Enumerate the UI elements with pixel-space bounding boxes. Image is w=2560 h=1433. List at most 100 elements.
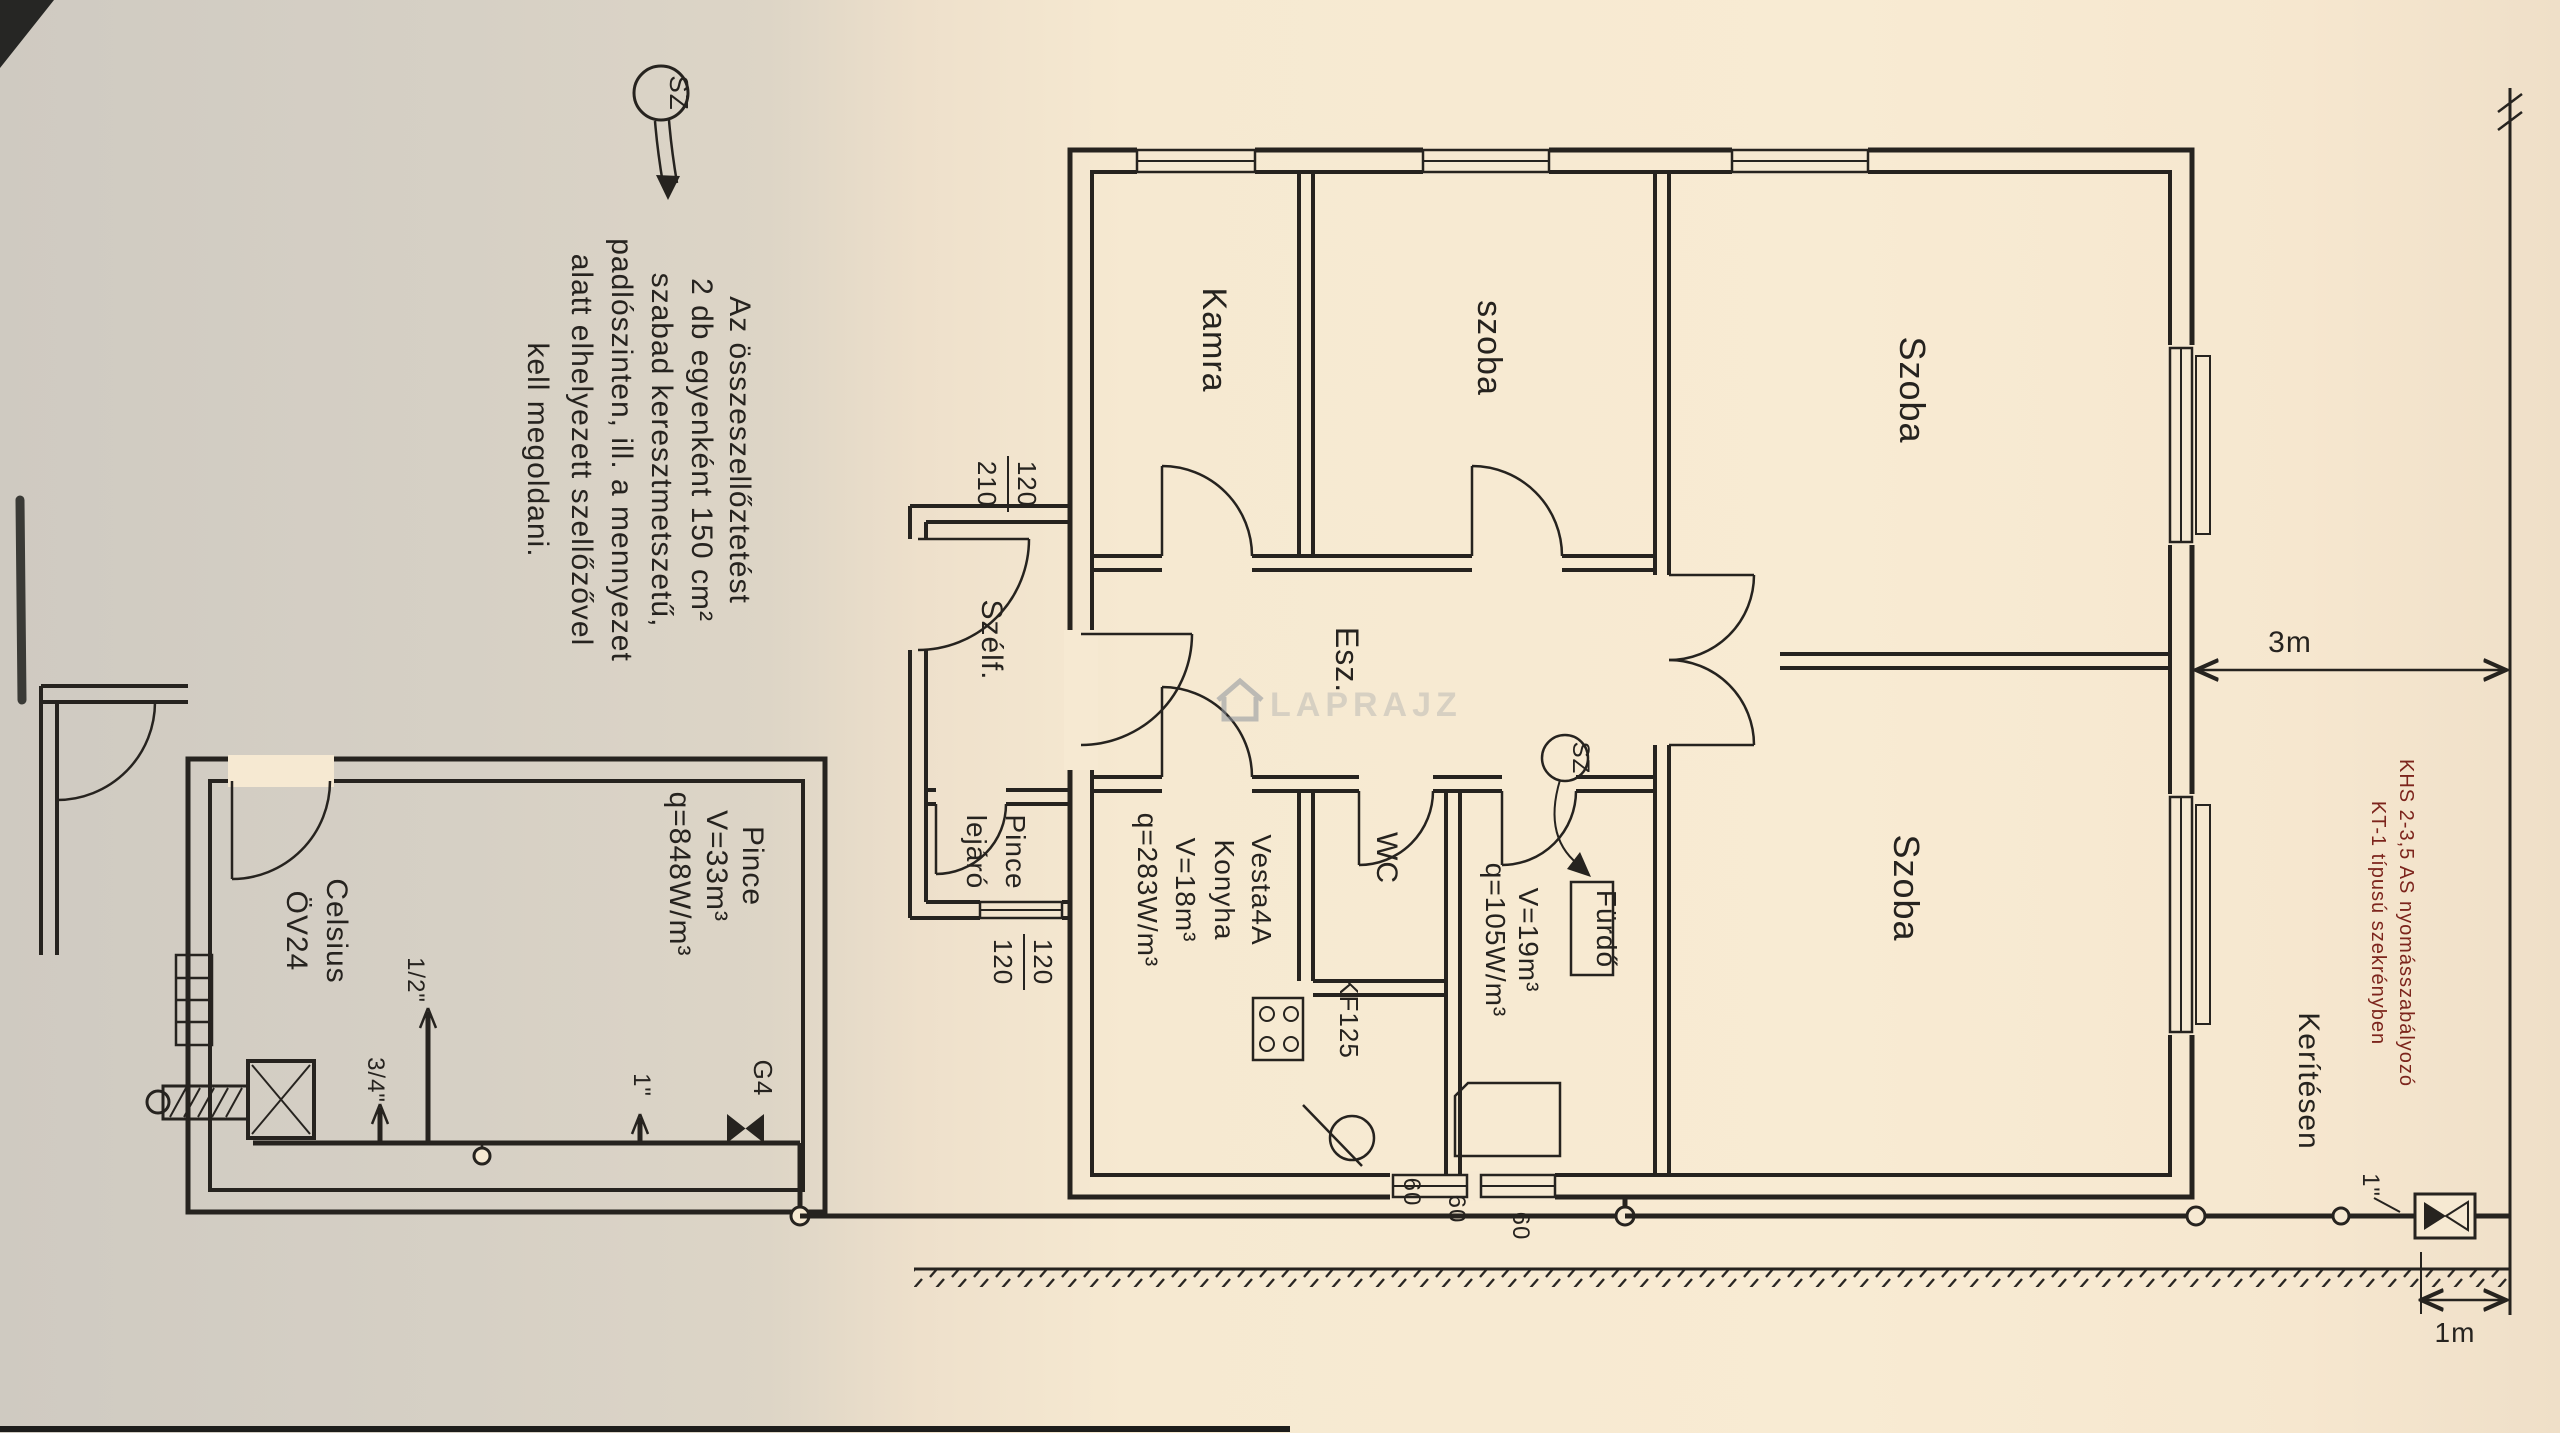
door-wc	[1357, 790, 1435, 867]
entry-door	[917, 537, 1031, 652]
pince-wall-inner	[208, 779, 805, 1192]
fence-hatching	[914, 1270, 2510, 1287]
boiler	[145, 1059, 316, 1140]
boundary-ticks	[2497, 93, 2523, 131]
door-szoba-top	[1668, 573, 1756, 662]
label-szelf: Szélf.	[975, 599, 1008, 680]
pipe-fitting-regulator	[2331, 1206, 2351, 1226]
ventilation-note: SZ Az összeszellőztetést 2 db egyenként …	[521, 64, 756, 662]
note-line-1: Az összeszellőztetést	[723, 296, 756, 604]
note-line-5: alatt elhelyezett szellőzővel	[565, 254, 598, 647]
kitchen-sink	[1328, 1114, 1376, 1162]
label-kf125: KF125	[1334, 977, 1364, 1059]
label-furdo-q: q=105W/m³	[1480, 863, 1511, 1018]
dim-window-den: 120	[988, 939, 1018, 985]
note-line-3: szabad keresztmetszetű,	[645, 273, 678, 628]
porch-steps	[174, 953, 214, 1047]
porch-door	[56, 700, 157, 802]
dim-door-num: 120	[1012, 461, 1042, 507]
label-wc: WC	[1370, 832, 1403, 884]
label-pipe-half: 1/2"	[402, 957, 429, 1003]
label-regulator-2: KT-1 típusú szekrényben	[2367, 801, 2389, 1045]
dimension-1m: 1m	[2421, 1252, 2506, 1348]
label-fence: Kerítésen	[2292, 1012, 2325, 1149]
label-konyha-1: Vesta4A	[1246, 834, 1277, 945]
flue-end	[145, 1089, 171, 1115]
label-ov24: ÖV24	[280, 891, 313, 972]
sz-symbol-circle	[632, 64, 690, 122]
watermark-text: LAPRAJZ	[1270, 686, 1462, 724]
dim-60-2: 60	[1443, 1195, 1470, 1224]
label-esz: Esz.	[1329, 627, 1365, 693]
label-pipe-one: 1"	[628, 1073, 655, 1097]
pince-north-door	[230, 780, 332, 881]
label-konyha-4: q=283W/m³	[1132, 813, 1163, 968]
main-house: SZ Kamra szoba Szoba Szoba Esz. Szélf. P…	[908, 146, 2211, 1240]
basement-building: Pince V=33m³ q=848W/m³ Celsius ÖV24 G4 1…	[39, 684, 828, 1227]
pipe-valve	[472, 1146, 492, 1166]
sz-symbol-label: SZ	[664, 75, 694, 110]
label-pince-q: q=848W/m³	[663, 792, 696, 957]
note-line-4: padlószinten, ill. a mennyezet	[605, 238, 638, 662]
label-regulator-1: KHS 2-3,5 AS nyomásszabályozó	[2395, 759, 2417, 1087]
label-g4: G4	[748, 1060, 778, 1097]
stove	[1251, 996, 1305, 1062]
dim-door-den: 210	[972, 461, 1002, 507]
gas-service-line	[800, 1192, 2510, 1240]
note-line-6: kell megoldani.	[521, 342, 554, 557]
sz-arrowhead	[656, 175, 680, 200]
label-szoba-top: Szoba	[1892, 336, 1933, 443]
interior-walls	[1092, 172, 2170, 1175]
door-hall	[1080, 632, 1194, 747]
watermark: LAPRAJZ	[1216, 677, 1462, 724]
windows	[1135, 148, 2211, 1199]
label-kamra: Kamra	[1195, 287, 1233, 392]
label-celsius: Celsius	[320, 878, 353, 983]
room-labels: Kamra szoba Szoba Szoba Esz. Szélf. Pinc…	[961, 287, 1933, 1058]
label-pince: Pince	[736, 826, 769, 906]
label-furdo-v: V=19m³	[1513, 888, 1544, 993]
label-pince-lejaro-2: lejáró	[961, 815, 992, 889]
scan-artifacts	[0, 0, 1290, 1432]
label-pince-v: V=33m³	[700, 810, 733, 922]
dimension-3m: 3m	[2196, 626, 2506, 670]
dim-60-1: 60	[1398, 1178, 1425, 1207]
sz2-label: SZ	[1567, 742, 1594, 775]
label-szoba-small: szoba	[1470, 300, 1508, 396]
gas-meter-symbol	[727, 1114, 764, 1143]
note-line-2: 2 db egyenként 150 cm²	[685, 278, 718, 622]
door-swings	[1080, 464, 1756, 867]
door-szoba-bottom	[1668, 658, 1756, 747]
label-konyha-3: V=18m³	[1170, 838, 1201, 943]
regulator-valve-right	[2444, 1200, 2469, 1232]
label-pince-lejaro-1: Pince	[1000, 814, 1031, 889]
door-furdo	[1500, 790, 1578, 867]
porch	[39, 684, 214, 1047]
house-icon	[1216, 677, 1264, 722]
service-leader	[2373, 1197, 2401, 1213]
regulator-valve-left	[2424, 1202, 2446, 1230]
label-szoba-bottom: Szoba	[1886, 834, 1927, 941]
water-heater-box	[1569, 880, 1615, 977]
dim-1m-label: 1m	[2435, 1317, 2476, 1348]
bathtub	[1453, 1081, 1562, 1158]
door-kamra	[1160, 464, 1254, 557]
pince-wall-outer	[185, 756, 828, 1215]
window-east-2-sill	[2195, 804, 2211, 1025]
dim-window-fraction: 120 120	[988, 934, 1058, 990]
door-pince-lejaro	[934, 803, 1008, 876]
label-service-pipe: 1"	[2357, 1173, 2384, 1197]
sz-vent-symbol: SZ	[1540, 733, 1594, 877]
dim-window-num: 120	[1028, 939, 1058, 985]
pipe-fitting-corner	[2185, 1205, 2207, 1227]
door-szoba-small	[1470, 464, 1564, 557]
fixtures	[1251, 880, 1615, 1167]
dim-3m-label: 3m	[2268, 626, 2312, 659]
vestibule	[908, 504, 1070, 920]
boiler-flue	[161, 1084, 250, 1121]
basement-labels: Pince V=33m³ q=848W/m³ Celsius ÖV24 G4 1…	[280, 792, 778, 1103]
label-pipe-threequarter: 3/4"	[362, 1057, 389, 1103]
window-east-1-sill	[2195, 355, 2211, 535]
